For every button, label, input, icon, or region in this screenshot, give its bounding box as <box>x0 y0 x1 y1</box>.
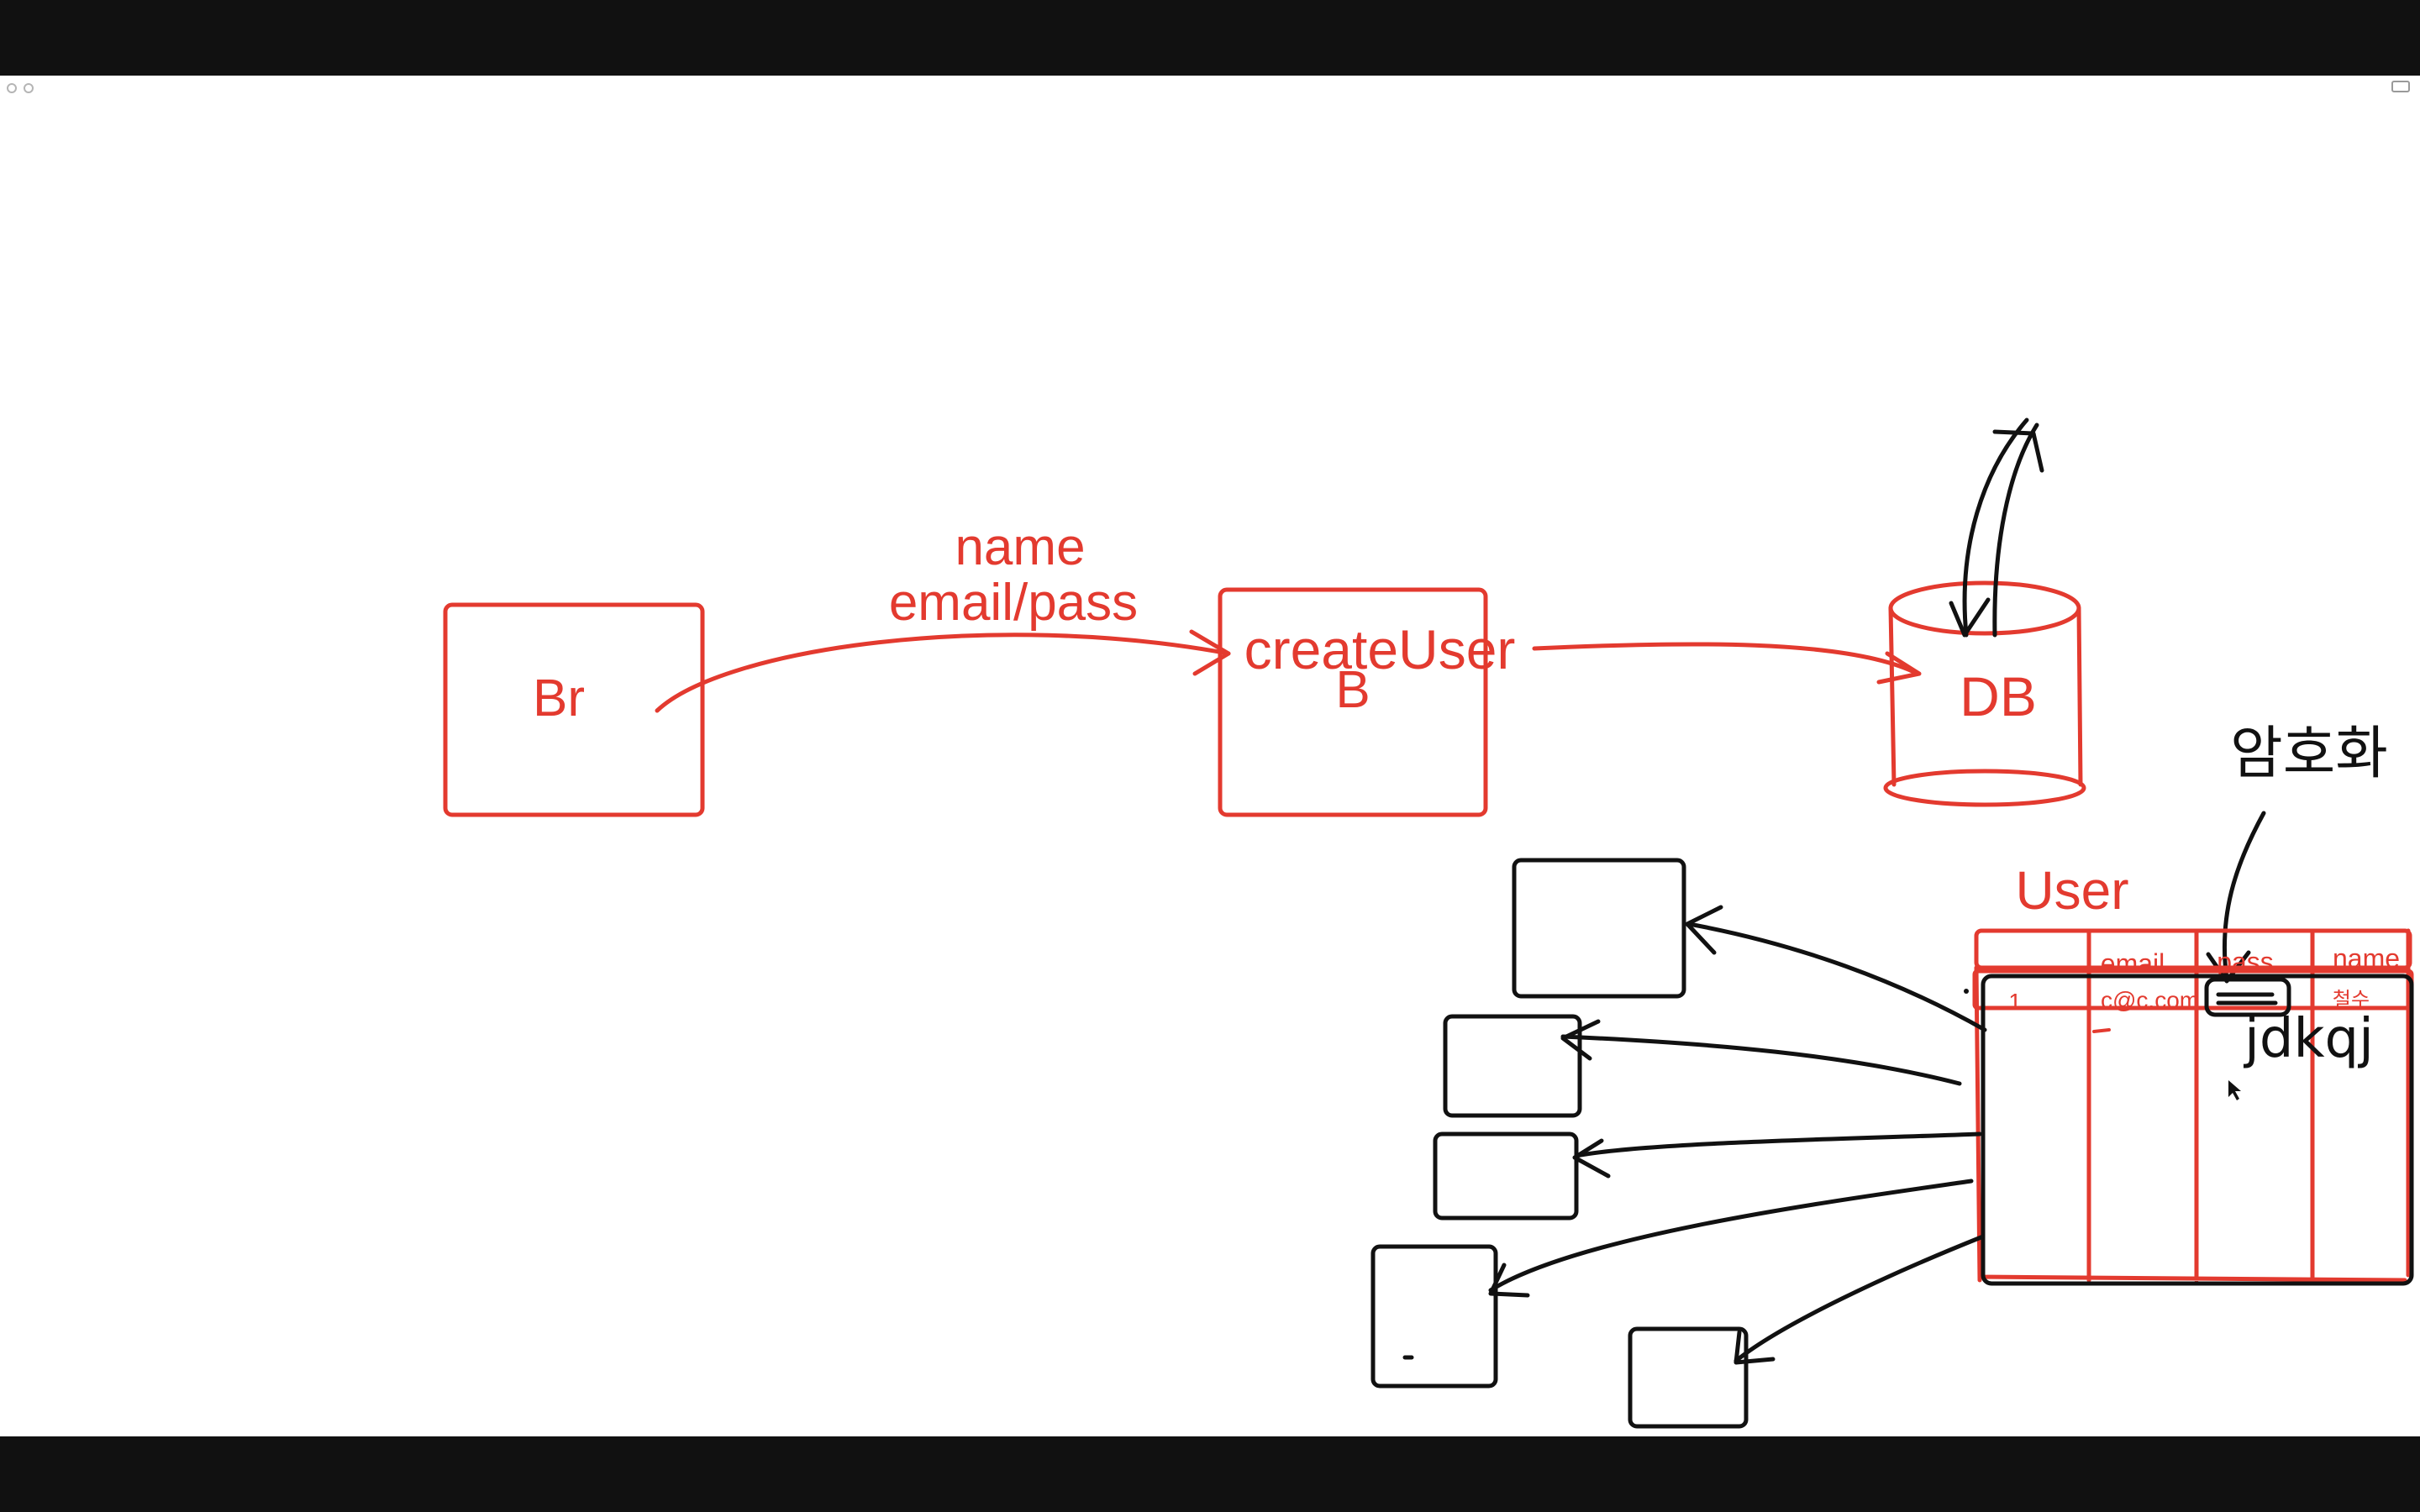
bottom-letterbox-bar <box>0 1436 2420 1512</box>
encrypted-value: jdkqj <box>2243 1008 2374 1070</box>
object-box-2 <box>1443 1014 1582 1118</box>
browser-box <box>443 602 705 817</box>
db-cylinder-bottom <box>1883 769 2086 807</box>
mapping-arrow-1 <box>1686 921 1987 1032</box>
object-box-3 <box>1433 1131 1579 1221</box>
request-label-email-pass: email/pass <box>889 574 1138 632</box>
column-email-header: email <box>2101 948 2165 979</box>
db-label: DB <box>1960 665 2037 727</box>
mapping-arrowhead-5 <box>1733 1330 1776 1365</box>
minimize-icon[interactable] <box>24 83 34 93</box>
mapping-arrowhead-4 <box>1488 1263 1530 1298</box>
encrypted-cell-box <box>2204 977 2291 1017</box>
encrypted-cell-strokes <box>2216 992 2278 1005</box>
mapping-arrow-2 <box>1560 1034 1962 1086</box>
mapping-arrow-3 <box>1574 1131 1982 1158</box>
object-box-4 <box>1370 1244 1498 1389</box>
db-up-arrow <box>1962 417 2029 638</box>
row-name-cell: 철수 <box>2333 989 2370 1011</box>
table-black-overlay <box>1981 974 2414 1286</box>
column-name-header: name <box>2333 943 2400 974</box>
dot-mark <box>1964 989 1969 994</box>
row-id-cell: 1 <box>2008 989 2022 1015</box>
column-pass-header: pass <box>2217 947 2274 977</box>
db-cylinder-sides <box>1888 606 2083 787</box>
backend-box <box>1218 587 1488 817</box>
db-arrow <box>1532 642 1920 676</box>
mapping-arrowhead-2 <box>1560 1019 1601 1061</box>
db-down-arrowhead <box>1949 597 1991 638</box>
close-icon[interactable] <box>7 83 17 93</box>
row-email-cell: c@c.com <box>2101 987 2199 1013</box>
mapping-arrow-5 <box>1733 1234 1986 1363</box>
backend-box-label: B <box>1335 661 1370 719</box>
expand-icon[interactable] <box>2391 81 2410 92</box>
mapping-arrowhead-1 <box>1685 905 1723 955</box>
request-arrow <box>655 633 1231 713</box>
mapping-arrow-4 <box>1488 1179 1974 1293</box>
cursor-icon <box>2228 1080 2241 1100</box>
request-arrowhead <box>1189 629 1231 676</box>
table-title: User <box>2015 860 2128 921</box>
request-label-name: name <box>955 518 1085 576</box>
backend-function-label: createUser <box>1244 618 1516 680</box>
db-up-arrow-return <box>1992 423 2039 638</box>
object-box-5 <box>1628 1326 1749 1429</box>
browser-box-label: Br <box>533 669 585 727</box>
top-letterbox-bar <box>0 0 2420 76</box>
table-column-lines <box>1974 928 2411 1283</box>
object-box-1 <box>1512 858 1686 999</box>
row-email-mark <box>2092 1028 2111 1033</box>
encryption-arrow <box>2222 811 2266 982</box>
encryption-label: 암호화 <box>2230 721 2388 787</box>
mapping-arrowhead-3 <box>1572 1138 1611 1179</box>
